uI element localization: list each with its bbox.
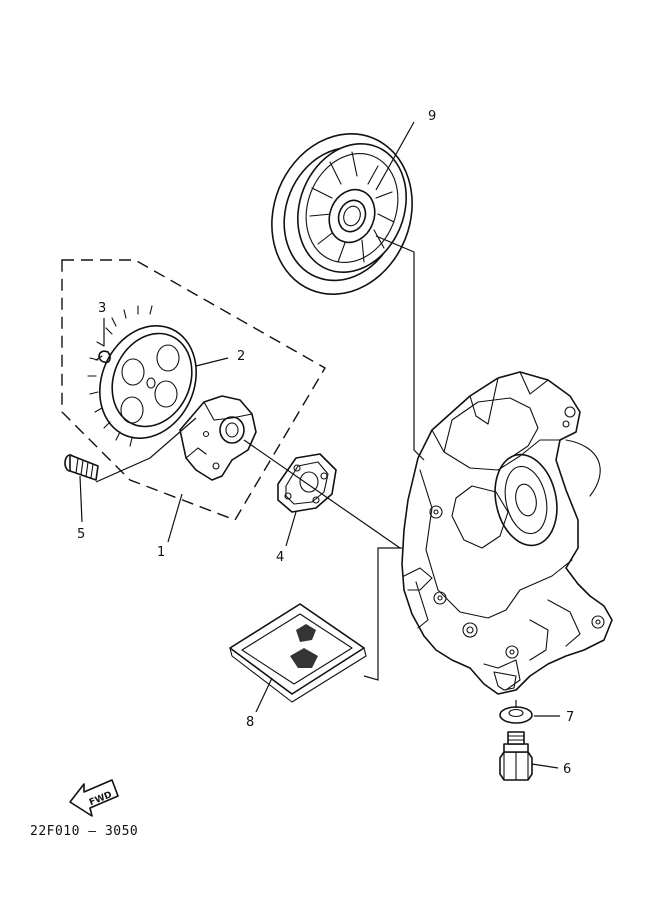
callout-3: 3 bbox=[98, 301, 106, 316]
callout-1: 1 bbox=[157, 545, 165, 560]
part-8-strainer bbox=[229, 603, 367, 703]
callout-6: 6 bbox=[563, 762, 571, 777]
callout-7: 7 bbox=[566, 710, 574, 725]
alignment-lines bbox=[95, 235, 517, 708]
callout-9: 9 bbox=[428, 109, 436, 124]
callout-4: 4 bbox=[276, 550, 284, 565]
part-9-rotor bbox=[271, 133, 413, 295]
callout-8: 8 bbox=[246, 715, 254, 730]
forward-arrow-icon: FWD bbox=[69, 779, 119, 817]
part-5-screw bbox=[64, 454, 99, 481]
part-2-gear bbox=[87, 305, 197, 447]
part-7-washer bbox=[499, 706, 533, 724]
callout-2: 2 bbox=[237, 349, 245, 364]
part-6-drain-bolt bbox=[499, 731, 533, 781]
drawing-code: 22F010 – 3050 bbox=[30, 824, 138, 839]
oil-pump-body bbox=[179, 395, 257, 481]
crankcase bbox=[401, 371, 613, 695]
callout-leaders bbox=[79, 121, 560, 769]
pump-assembly-outline bbox=[61, 259, 326, 521]
part-3-circlip bbox=[95, 350, 111, 364]
callout-5: 5 bbox=[77, 527, 85, 542]
